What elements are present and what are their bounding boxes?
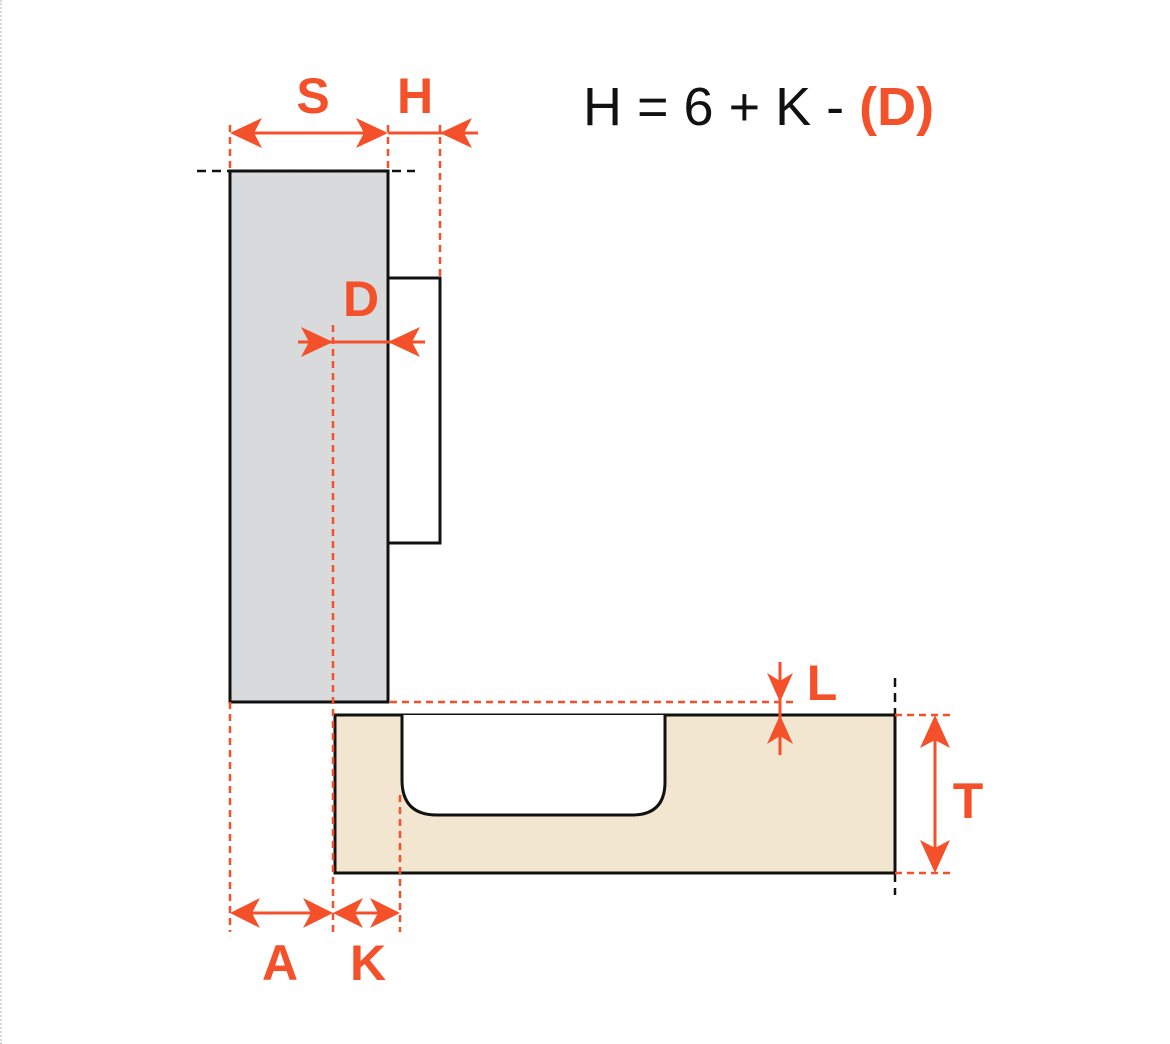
arrowhead-icon bbox=[920, 840, 950, 873]
arrowhead-icon bbox=[767, 673, 793, 702]
label-s: S bbox=[296, 68, 329, 124]
arrowhead-icon bbox=[920, 715, 950, 748]
arrowhead-icon bbox=[230, 898, 260, 928]
label-d: D bbox=[343, 271, 379, 327]
arrowhead-icon bbox=[767, 715, 793, 744]
arrowhead-icon bbox=[303, 898, 333, 928]
arrowhead-icon bbox=[356, 118, 388, 148]
label-k: K bbox=[350, 935, 386, 991]
label-l: L bbox=[807, 655, 838, 711]
label-a: A bbox=[262, 935, 298, 991]
formula-text: H = 6 + K - bbox=[583, 77, 859, 137]
arrowhead-icon bbox=[230, 118, 262, 148]
arrowhead-icon bbox=[440, 118, 472, 148]
hinge-cup-recess bbox=[400, 715, 667, 817]
door-panel bbox=[228, 169, 390, 704]
left-border bbox=[0, 0, 4, 1044]
hinge-arm bbox=[386, 276, 442, 545]
formula: H = 6 + K - (D) bbox=[583, 77, 934, 137]
label-h: H bbox=[397, 68, 433, 124]
arrowhead-icon bbox=[333, 898, 363, 928]
formula-highlight: (D) bbox=[859, 77, 934, 137]
arrowhead-icon bbox=[301, 327, 333, 357]
label-t: T bbox=[953, 773, 984, 829]
arrowhead-icon bbox=[388, 327, 420, 357]
arrowhead-icon bbox=[370, 898, 400, 928]
